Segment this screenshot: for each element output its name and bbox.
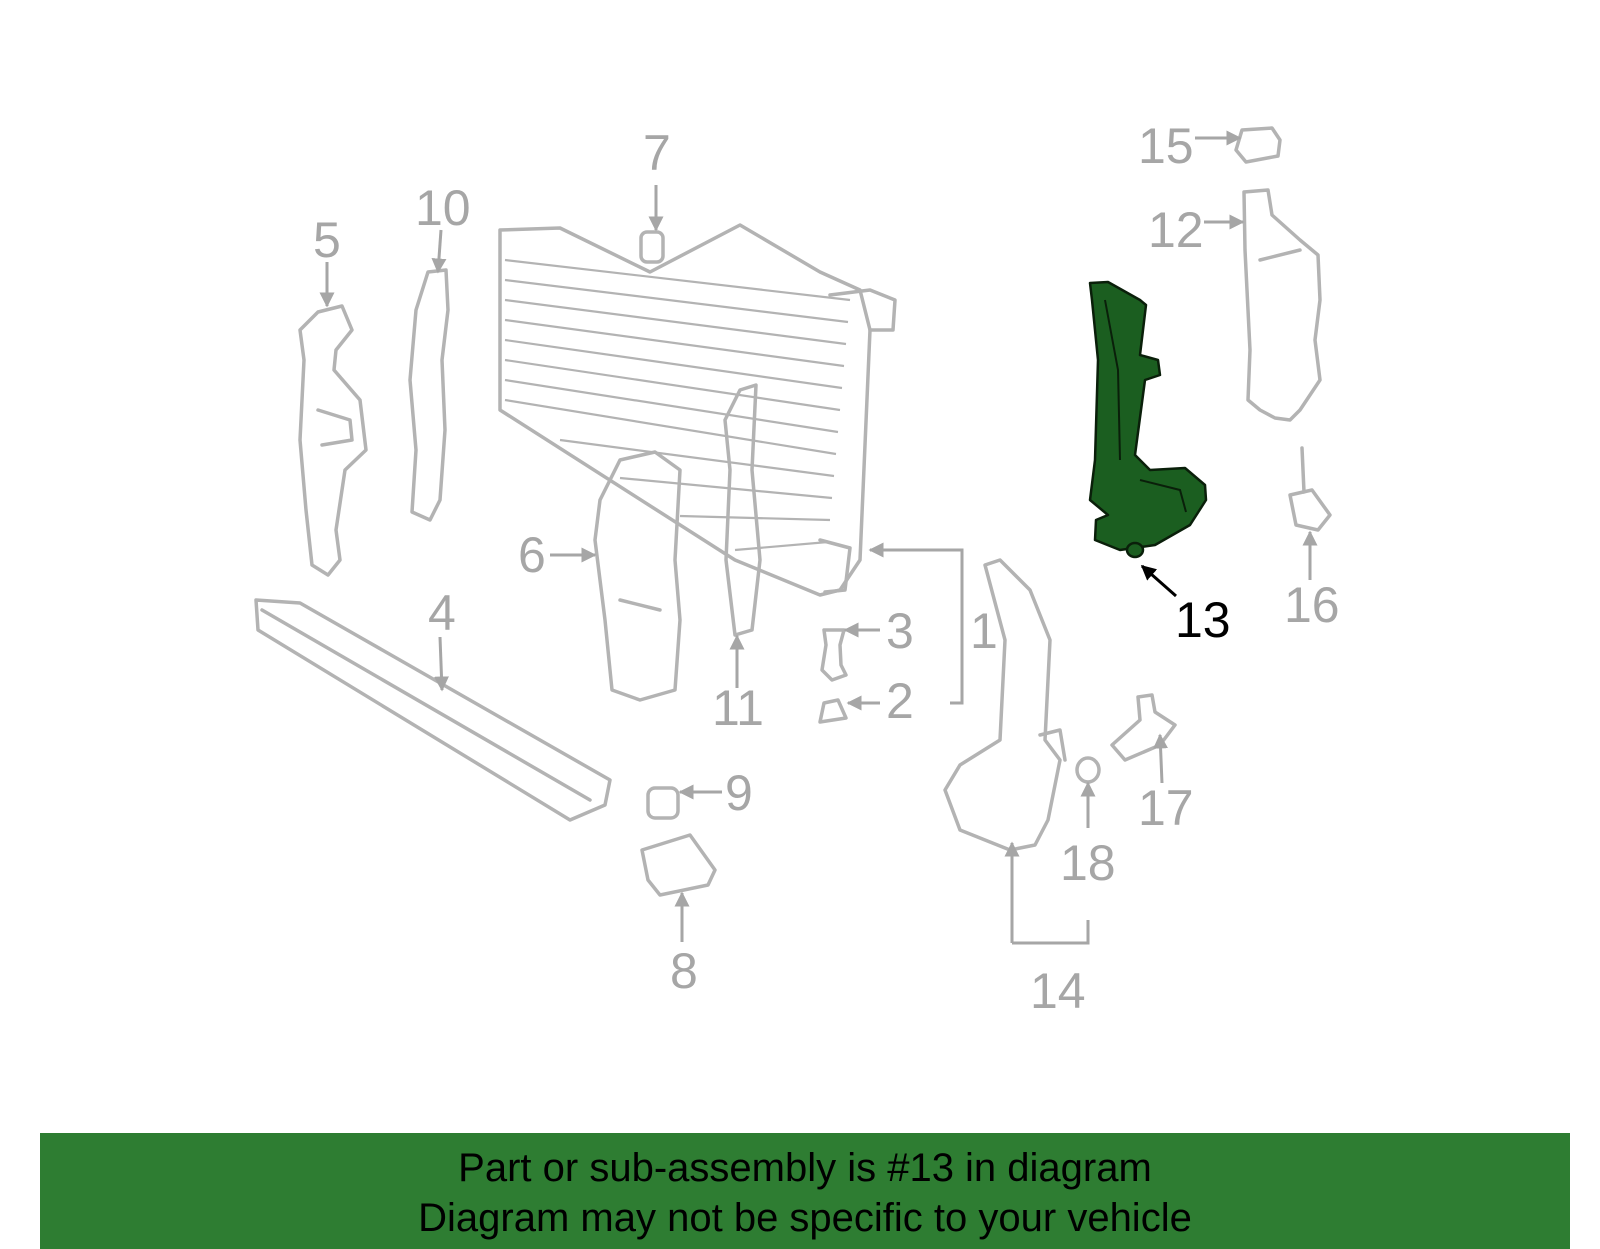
expansion-tank-part bbox=[1242, 188, 1322, 422]
right-air-guide-part bbox=[723, 383, 762, 637]
drain-cap-part bbox=[639, 230, 665, 264]
callout-11: 11 bbox=[712, 680, 764, 736]
temperature-sensor-part bbox=[1110, 693, 1177, 762]
banner-line-part-number: Part or sub-assembly is #13 in diagram bbox=[458, 1146, 1152, 1190]
air-duct-part bbox=[593, 450, 682, 702]
callout-10: 10 bbox=[415, 180, 471, 236]
callout-8: 8 bbox=[670, 943, 698, 999]
callout-9: 9 bbox=[725, 765, 753, 821]
callout-1: 1 bbox=[970, 603, 998, 659]
callout-12: 12 bbox=[1148, 202, 1204, 258]
callout-17: 17 bbox=[1138, 780, 1194, 836]
radiator-part bbox=[498, 223, 897, 597]
callout-2: 2 bbox=[886, 673, 914, 729]
bushing-part bbox=[646, 786, 680, 820]
callout-5: 5 bbox=[313, 212, 341, 268]
banner-line-disclaimer: Diagram may not be specific to your vehi… bbox=[418, 1196, 1192, 1240]
reservoir-cap-part bbox=[1234, 126, 1282, 164]
left-upper-air-guide-part bbox=[408, 268, 450, 522]
callout-4: 4 bbox=[428, 585, 456, 641]
leader-lines bbox=[319, 130, 1318, 945]
mount-bracket-part bbox=[640, 833, 717, 897]
callout-7: 7 bbox=[643, 125, 671, 181]
callout-14: 14 bbox=[1030, 963, 1086, 1019]
highlighted-part-13[interactable] bbox=[1088, 280, 1208, 559]
nut-part bbox=[818, 698, 848, 724]
callout-16: 16 bbox=[1284, 577, 1340, 633]
info-banner: Part or sub-assembly is #13 in diagram D… bbox=[40, 1133, 1570, 1249]
callout-6: 6 bbox=[518, 527, 546, 583]
retaining-clip-part bbox=[1288, 446, 1332, 532]
o-ring-part bbox=[1075, 756, 1101, 784]
callout-labels: 7 5 10 4 6 11 3 2 1 9 8 15 12 13 16 17 1… bbox=[313, 118, 1340, 1019]
left-side-bracket-part bbox=[298, 304, 368, 577]
callout-15: 15 bbox=[1138, 118, 1194, 174]
callout-13[interactable]: 13 bbox=[1175, 592, 1231, 648]
fan-shroud-part bbox=[943, 558, 1067, 852]
lower-air-guide-rail-part bbox=[254, 598, 612, 822]
callout-3: 3 bbox=[886, 603, 914, 659]
callout-18: 18 bbox=[1060, 835, 1116, 891]
bolt-part bbox=[820, 628, 848, 682]
